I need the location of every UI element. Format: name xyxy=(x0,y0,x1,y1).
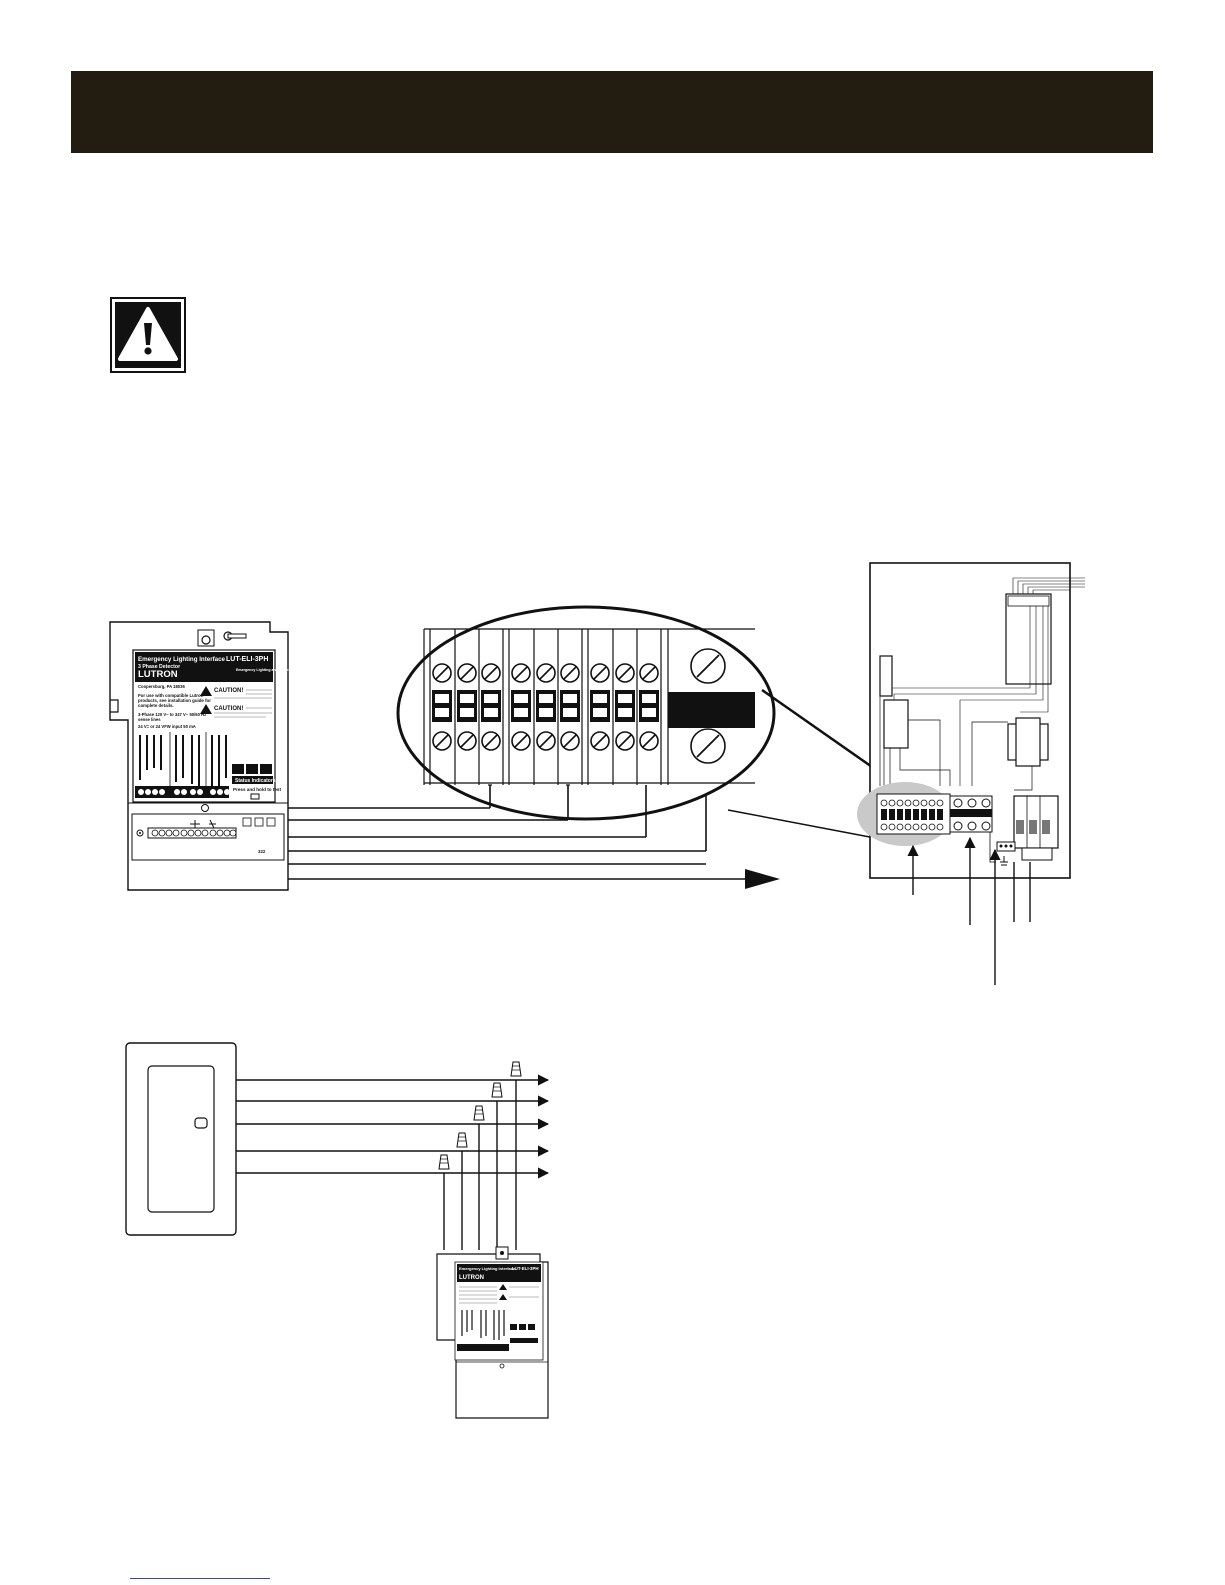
device-use-note-2: products, see installation guide for xyxy=(138,698,211,703)
device-listing: Emergency Lighting and Power Equipment xyxy=(236,668,310,672)
arrow-icon xyxy=(745,869,780,889)
header-bar xyxy=(71,71,1153,153)
wire-nut-icon xyxy=(438,1061,522,1170)
terminal-block-magnified xyxy=(396,605,906,839)
device-caution-2: CAUTION! xyxy=(214,706,243,712)
device-brand: LUTRON xyxy=(138,669,178,680)
device-location: Coopersburg, PA 18036 xyxy=(138,684,185,689)
device-press: Press and hold to test xyxy=(233,787,281,792)
device-sense-1: 3-Phase 120 V~ to 347 V~ 50/60 Hz xyxy=(138,712,206,717)
warning-icon xyxy=(110,297,186,373)
device-use-note-3: complete details. xyxy=(138,703,174,708)
footer-link-underline xyxy=(130,1578,270,1579)
device-model: LUT-ELI-3PH xyxy=(226,656,268,663)
device-caution-1: CAUTION! xyxy=(214,688,243,694)
wall-control xyxy=(125,1042,237,1236)
device-title: Emergency Lighting Interface xyxy=(138,656,226,663)
device-lower-title: Emergency Lighting Interface xyxy=(459,1266,516,1271)
device-lower-brand: LUTRON xyxy=(459,1275,484,1281)
svg-text:322: 322 xyxy=(258,849,266,854)
device-input: 24 V= or 24 VFW input 50 mA xyxy=(138,724,196,729)
device-status: Status Indicators xyxy=(235,778,276,784)
interface-device-lower: Emergency Lighting Interface LUT-ELI-3PH… xyxy=(436,1246,549,1419)
device-subtitle: 3 Phase Detector xyxy=(138,664,180,670)
device-wires xyxy=(288,785,780,889)
device-use-note-1: For use with compatible Lutron xyxy=(138,693,204,698)
device-sense-2: sense lines xyxy=(138,717,161,722)
device-lower-model: LUT-ELI-3PH xyxy=(512,1266,539,1271)
lower-wires xyxy=(236,1074,550,1250)
interface-device-upper: Emergency Lighting Interface 3 Phase Det… xyxy=(109,621,310,891)
control-panel xyxy=(857,562,1085,879)
callout-leaders xyxy=(907,836,1031,985)
